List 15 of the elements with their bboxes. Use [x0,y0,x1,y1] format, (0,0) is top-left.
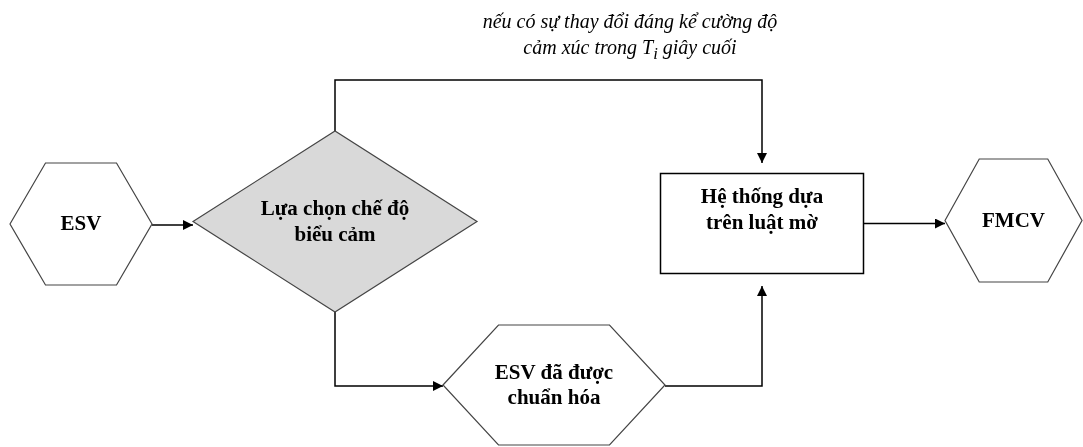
hexagon-node [443,325,665,445]
node-label: ESV [60,211,102,237]
arrow [334,79,767,164]
node-label: FMCV [982,207,1045,234]
arrow [863,218,946,229]
arrow [664,285,767,387]
node-label: ESV đã được chuẩn hóa [493,359,615,411]
hexagon-node [10,163,152,285]
node-label: Lựa chọn chế độ biểu cảm [259,196,411,247]
arrow [151,220,194,230]
process-box [660,173,864,274]
arrow [334,311,444,391]
node-label: Hệ thống dựa trên luật mờ [699,184,825,235]
hexagon-node [945,159,1082,282]
decision-diamond [193,131,477,312]
